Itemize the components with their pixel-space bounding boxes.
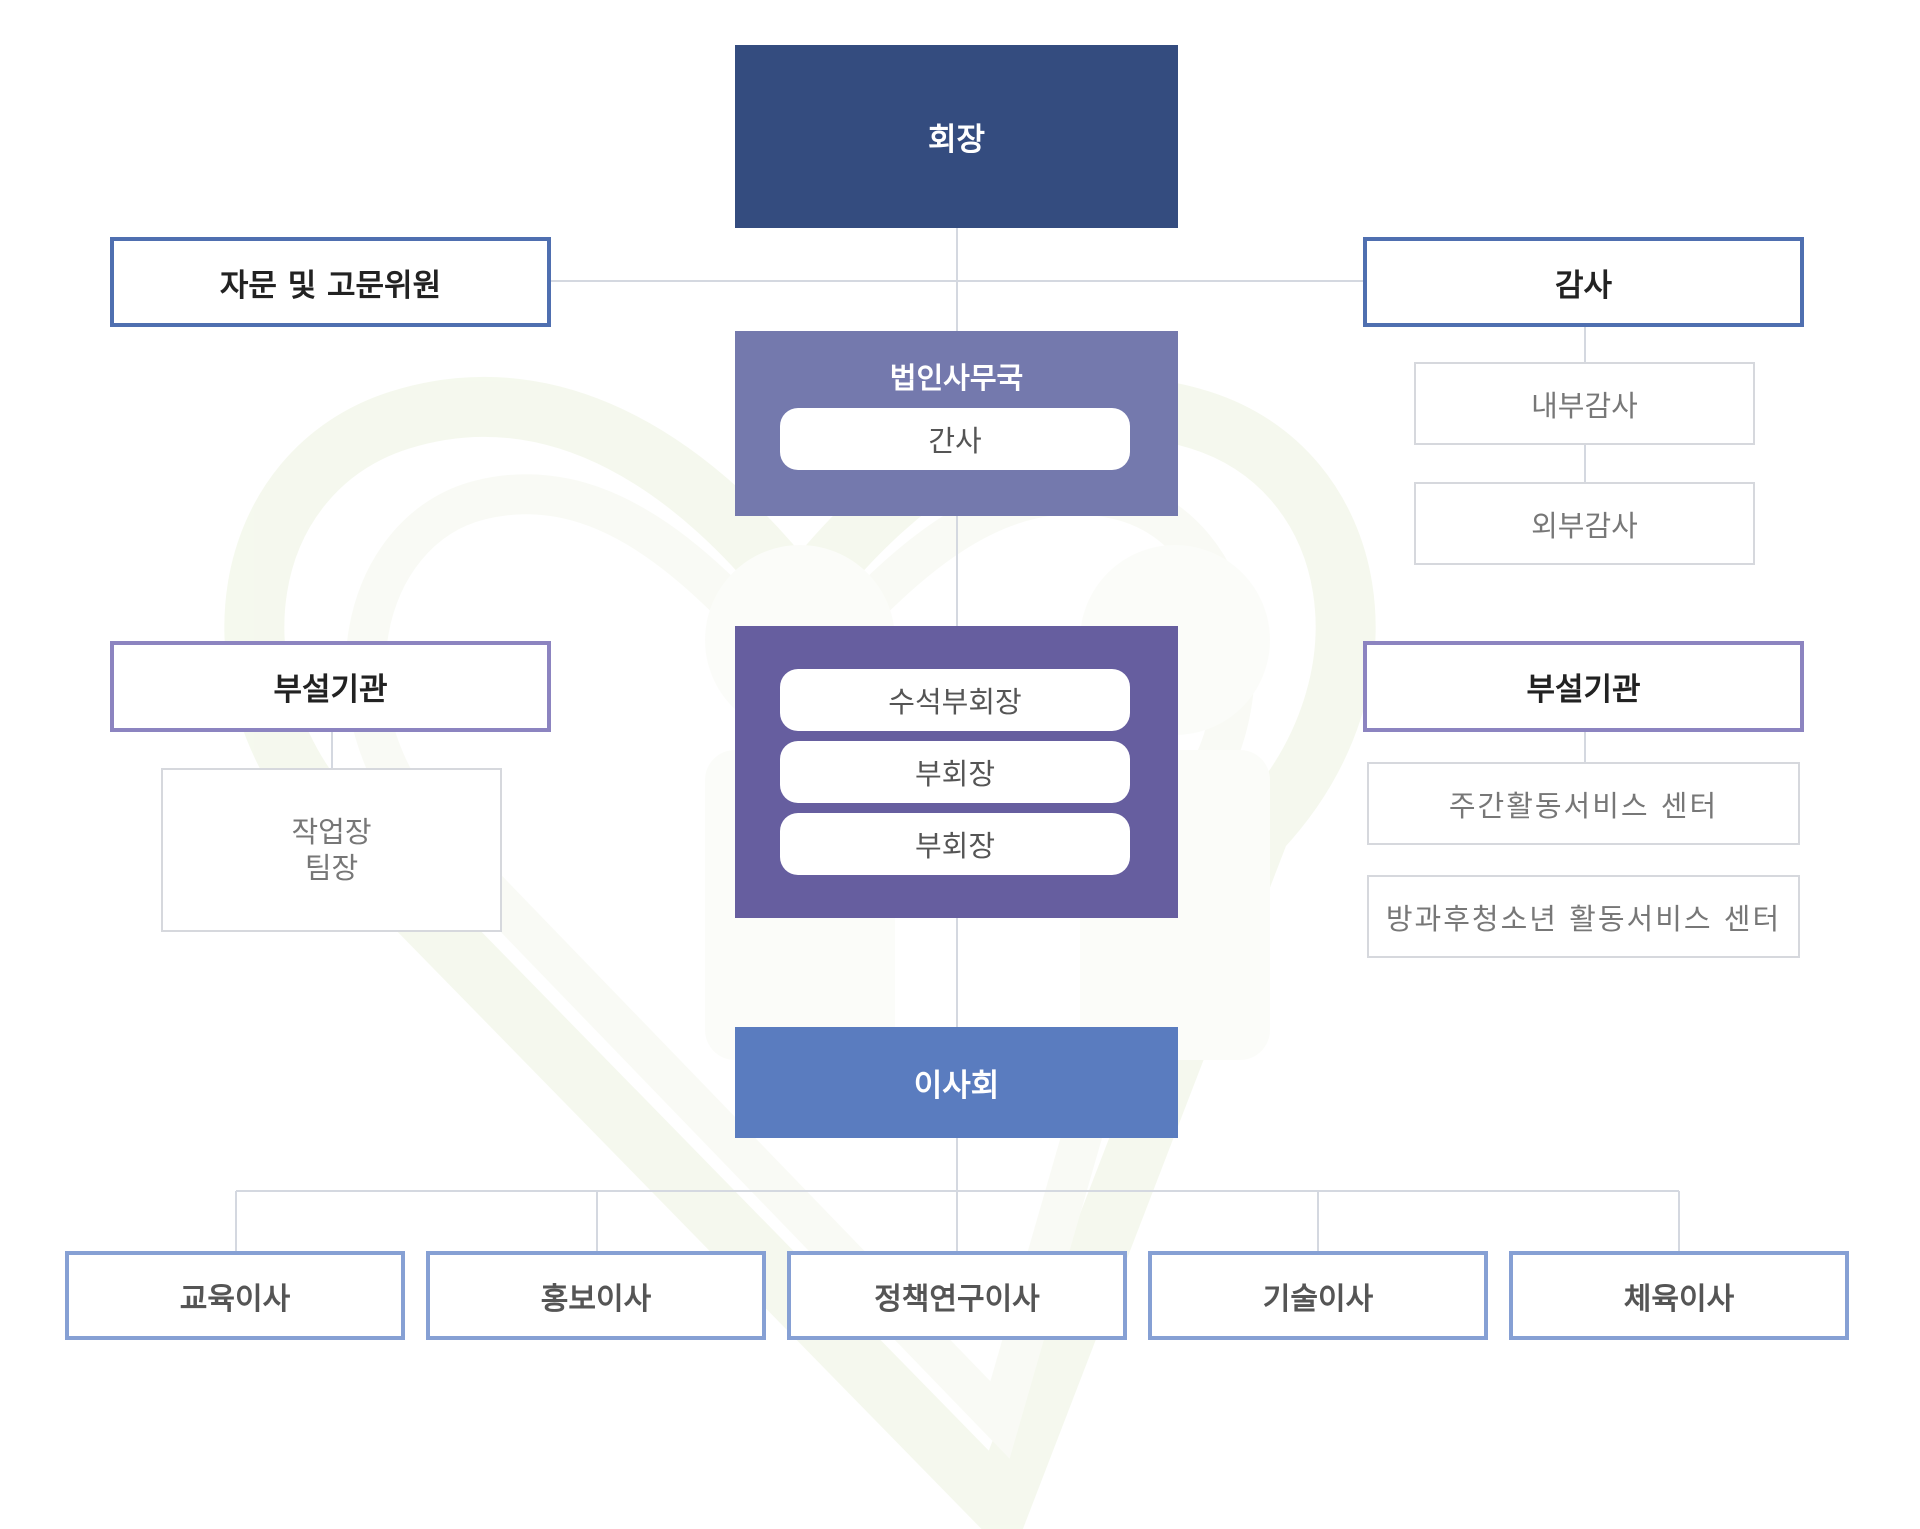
board-box: 이사회 <box>735 1027 1178 1138</box>
vice-chair-label-1: 부회장 <box>914 757 996 791</box>
affiliate-right-box: 부설기관 <box>1363 641 1804 732</box>
internal-audit-box: 내부감사 <box>1414 362 1755 445</box>
after-school-center-label: 방과후청소년 활동서비스 센터 <box>1385 901 1782 936</box>
director-education-label: 교육이사 <box>179 1281 291 1317</box>
advisory-committee-label: 자문 및 고문위원 <box>219 267 442 304</box>
vice-chair-pill-2: 부회장 <box>780 813 1130 875</box>
vice-chair-pill-1: 부회장 <box>780 741 1130 803</box>
watermark-heart-logo <box>224 376 1376 1529</box>
affiliate-right-label: 부설기관 <box>1526 672 1641 708</box>
advisory-committee-box: 자문 및 고문위원 <box>110 237 551 327</box>
external-audit-box: 외부감사 <box>1414 482 1755 565</box>
director-policy-research-label: 정책연구이사 <box>874 1281 1040 1317</box>
audit-box: 감사 <box>1363 237 1804 327</box>
secretary-label: 간사 <box>928 424 982 458</box>
chairman-box: 회장 <box>735 45 1178 228</box>
day-activity-center-label: 주간활동서비스 센터 <box>1448 788 1719 823</box>
chairman-label: 회장 <box>927 122 986 158</box>
senior-vice-chair-label: 수석부회장 <box>888 685 1022 719</box>
external-audit-label: 외부감사 <box>1531 508 1638 543</box>
team-leader-label: 팀장 <box>304 851 359 885</box>
senior-vice-chair-pill: 수석부회장 <box>780 669 1130 731</box>
audit-label: 감사 <box>1554 267 1613 304</box>
director-publicity-label: 홍보이사 <box>540 1281 652 1317</box>
affiliate-left-label: 부설기관 <box>273 672 388 708</box>
director-technology-box: 기술이사 <box>1148 1251 1488 1340</box>
secretary-pill: 간사 <box>780 408 1130 470</box>
affiliate-left-box: 부설기관 <box>110 641 551 732</box>
workshop-label: 작업장 <box>291 815 372 849</box>
workshop-box: 작업장 팀장 <box>161 768 502 932</box>
director-sports-label: 체육이사 <box>1623 1281 1735 1317</box>
board-label: 이사회 <box>913 1068 1000 1104</box>
director-policy-research-box: 정책연구이사 <box>787 1251 1127 1340</box>
vice-chair-label-2: 부회장 <box>914 829 996 863</box>
internal-audit-label: 내부감사 <box>1531 388 1638 423</box>
after-school-center-box: 방과후청소년 활동서비스 센터 <box>1367 875 1800 958</box>
director-publicity-box: 홍보이사 <box>426 1251 766 1340</box>
day-activity-center-box: 주간활동서비스 센터 <box>1367 762 1800 845</box>
director-education-box: 교육이사 <box>65 1251 405 1340</box>
director-technology-label: 기술이사 <box>1262 1281 1374 1317</box>
director-sports-box: 체육이사 <box>1509 1251 1849 1340</box>
secretariat-label: 법인사무국 <box>889 361 1024 395</box>
